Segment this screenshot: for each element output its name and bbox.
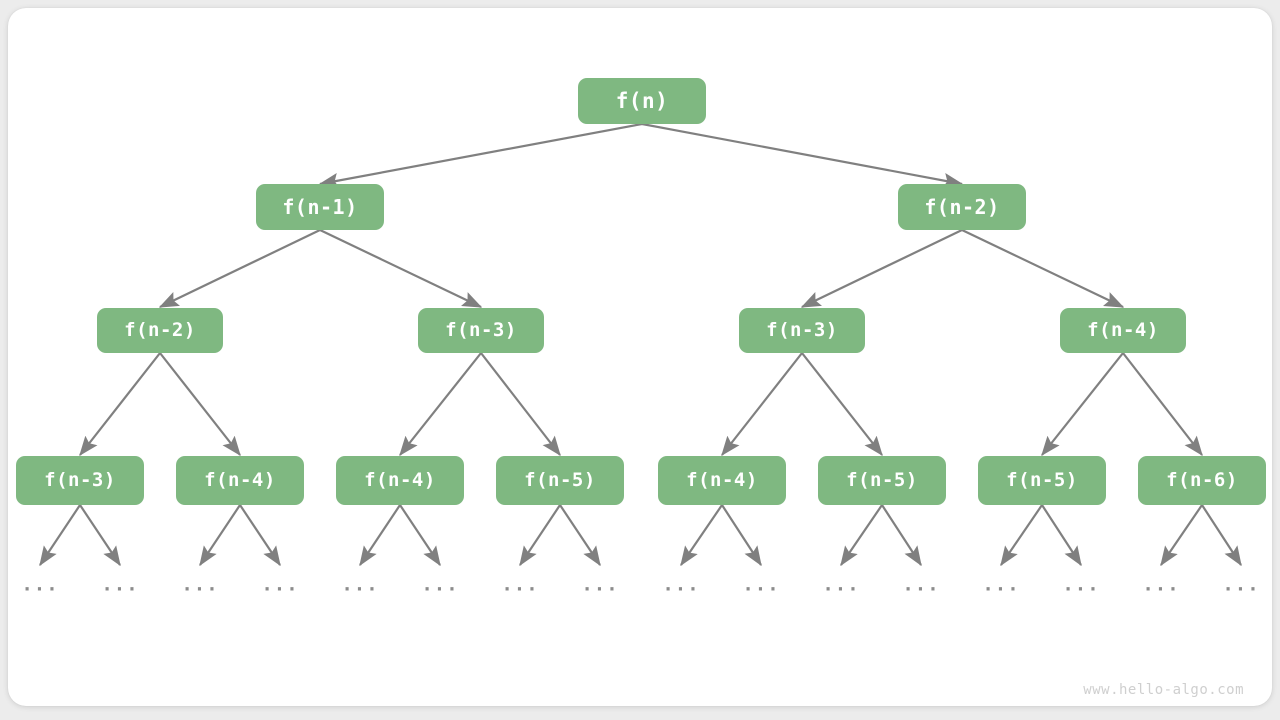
tree-edge bbox=[721, 352, 803, 457]
ellipsis-marker: ... bbox=[421, 573, 459, 596]
tree-node: f(n-4) bbox=[1060, 307, 1186, 353]
tree-edge bbox=[158, 229, 321, 308]
tree-edge bbox=[79, 504, 121, 567]
tree-node: f(n-2) bbox=[898, 184, 1026, 230]
ellipsis-marker: ... bbox=[902, 573, 940, 596]
tree-node: f(n-4) bbox=[658, 455, 786, 505]
tree-node: f(n-5) bbox=[818, 455, 946, 505]
tree-edge bbox=[800, 229, 963, 308]
tree-edge bbox=[239, 504, 281, 567]
tree-node: f(n) bbox=[578, 78, 706, 124]
ellipsis-marker: ... bbox=[662, 573, 700, 596]
ellipsis-marker: ... bbox=[581, 573, 619, 596]
tree-edge bbox=[319, 229, 483, 308]
ellipsis-marker: ... bbox=[1142, 573, 1180, 596]
tree-edge bbox=[39, 504, 81, 567]
tree-edge bbox=[801, 352, 883, 457]
tree-node: f(n-3) bbox=[16, 455, 144, 505]
ellipsis-marker: ... bbox=[181, 573, 219, 596]
tree-edge bbox=[359, 504, 401, 567]
tree-node: f(n-3) bbox=[418, 307, 544, 353]
tree-edge bbox=[1160, 504, 1203, 567]
tree-edge bbox=[1000, 504, 1043, 567]
tree-edge bbox=[721, 504, 762, 567]
tree-edge bbox=[1201, 504, 1242, 567]
tree-node: f(n-1) bbox=[256, 184, 384, 230]
tree-node: f(n-4) bbox=[336, 455, 464, 505]
tree-edge bbox=[159, 352, 241, 457]
tree-node: f(n-2) bbox=[97, 307, 223, 353]
tree-edge bbox=[199, 504, 241, 567]
tree-edge bbox=[680, 504, 723, 567]
tree-edge bbox=[641, 122, 964, 189]
ellipsis-marker: ... bbox=[501, 573, 539, 596]
tree-edge bbox=[480, 352, 561, 457]
tree-node: f(n-4) bbox=[176, 455, 304, 505]
tree-edge bbox=[519, 504, 561, 567]
ellipsis-marker: ... bbox=[1062, 573, 1100, 596]
watermark-label: www.hello-algo.com bbox=[1083, 682, 1244, 698]
ellipsis-marker: ... bbox=[982, 573, 1020, 596]
tree-node: f(n-5) bbox=[978, 455, 1106, 505]
tree-edge bbox=[1122, 352, 1203, 457]
tree-edge bbox=[399, 504, 441, 567]
ellipsis-marker: ... bbox=[101, 573, 139, 596]
tree-edge bbox=[1041, 504, 1082, 567]
tree-edge bbox=[399, 352, 482, 457]
tree-edge bbox=[881, 504, 922, 567]
ellipsis-marker: ... bbox=[1222, 573, 1260, 596]
tree-edge bbox=[961, 229, 1125, 308]
tree-edge bbox=[318, 122, 643, 189]
tree-edge bbox=[840, 504, 883, 567]
ellipsis-marker: ... bbox=[21, 573, 59, 596]
tree-edge bbox=[79, 352, 161, 457]
tree-node: f(n-6) bbox=[1138, 455, 1266, 505]
ellipsis-marker: ... bbox=[341, 573, 379, 596]
ellipsis-marker: ... bbox=[261, 573, 299, 596]
tree-node: f(n-5) bbox=[496, 455, 624, 505]
ellipsis-marker: ... bbox=[742, 573, 780, 596]
tree-edge bbox=[1041, 352, 1124, 457]
tree-node: f(n-3) bbox=[739, 307, 865, 353]
tree-edge bbox=[559, 504, 601, 567]
ellipsis-marker: ... bbox=[822, 573, 860, 596]
